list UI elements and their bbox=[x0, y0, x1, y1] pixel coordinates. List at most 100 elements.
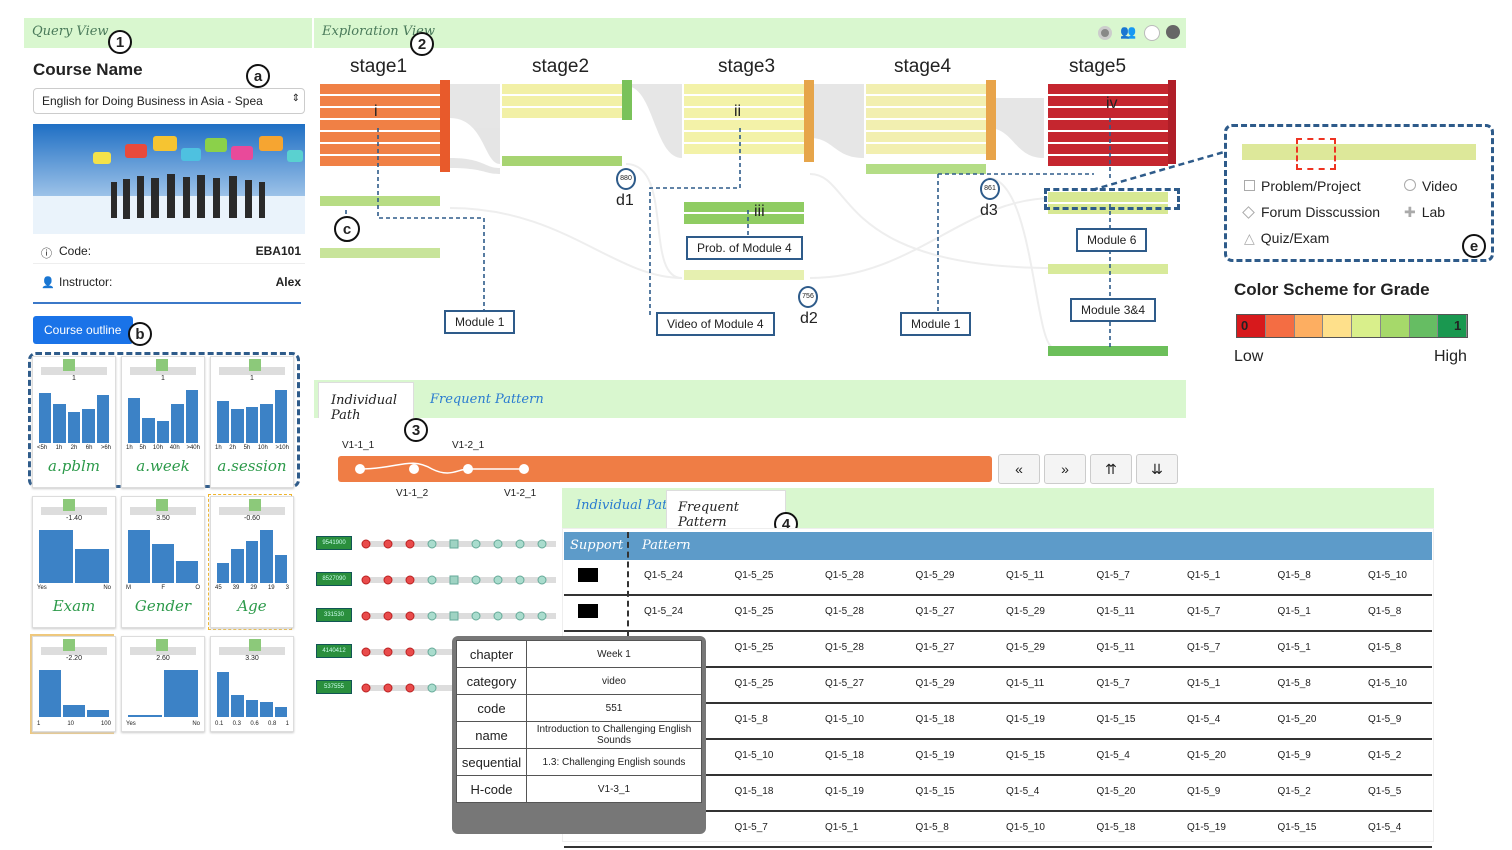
flow-row[interactable] bbox=[866, 144, 986, 154]
tab-individual-path-2[interactable]: Individual Path bbox=[576, 498, 676, 513]
clock-icon[interactable] bbox=[1166, 25, 1180, 39]
radio-icon[interactable] bbox=[1098, 26, 1112, 40]
student-id-tag[interactable]: 331530 bbox=[316, 608, 352, 622]
flow-row[interactable] bbox=[866, 132, 986, 142]
flow-row[interactable] bbox=[502, 96, 622, 106]
flow-row[interactable] bbox=[320, 108, 440, 118]
flow-row[interactable] bbox=[502, 108, 622, 118]
flow-row[interactable] bbox=[320, 144, 440, 154]
header-pattern[interactable]: Pattern bbox=[642, 538, 691, 553]
flow-row[interactable] bbox=[684, 270, 804, 280]
flow-row[interactable] bbox=[320, 196, 440, 206]
flow-row[interactable] bbox=[684, 96, 804, 106]
flow-row[interactable] bbox=[320, 84, 440, 94]
slider-handle[interactable] bbox=[63, 499, 75, 511]
flow-row[interactable] bbox=[684, 132, 804, 142]
student-path[interactable] bbox=[360, 570, 560, 590]
selected-path-bar[interactable] bbox=[338, 456, 992, 482]
slider-handle[interactable] bbox=[249, 499, 261, 511]
flow-row[interactable] bbox=[320, 132, 440, 142]
range-slider[interactable] bbox=[41, 647, 107, 655]
range-slider[interactable] bbox=[219, 647, 285, 655]
range-slider[interactable] bbox=[41, 507, 107, 515]
slider-handle[interactable] bbox=[156, 359, 168, 371]
slider-handle[interactable] bbox=[156, 639, 168, 651]
slider-handle[interactable] bbox=[63, 639, 75, 651]
flow-row[interactable] bbox=[320, 120, 440, 130]
student-id-tag[interactable]: 537555 bbox=[316, 680, 352, 694]
flow-row[interactable] bbox=[866, 96, 986, 106]
flow-row[interactable] bbox=[1048, 132, 1168, 142]
range-slider[interactable] bbox=[41, 367, 107, 375]
flow-row[interactable] bbox=[684, 202, 804, 212]
flow-row[interactable] bbox=[684, 108, 804, 118]
flow-row[interactable] bbox=[866, 84, 986, 94]
range-slider[interactable] bbox=[130, 507, 196, 515]
flow-row[interactable] bbox=[684, 214, 804, 224]
toggle-icon[interactable] bbox=[1144, 25, 1160, 41]
flow-row[interactable] bbox=[1048, 346, 1168, 356]
drop-756[interactable]: 756 bbox=[798, 286, 818, 308]
grade-column[interactable] bbox=[440, 80, 450, 172]
drop-880[interactable]: 880 bbox=[616, 168, 636, 190]
student-path[interactable] bbox=[360, 606, 560, 626]
student-path[interactable] bbox=[360, 534, 560, 554]
tab-individual-path[interactable]: Individual Path bbox=[318, 382, 414, 423]
flow-row[interactable] bbox=[1048, 84, 1168, 94]
student-id-tag[interactable]: 9541900 bbox=[316, 536, 352, 550]
grade-column[interactable] bbox=[622, 80, 632, 120]
flow-row[interactable] bbox=[320, 248, 440, 258]
flow-row[interactable] bbox=[320, 96, 440, 106]
flow-row[interactable] bbox=[1048, 156, 1168, 166]
flow-row[interactable] bbox=[502, 84, 622, 94]
student-id-tag[interactable]: 4140412 bbox=[316, 644, 352, 658]
student-id-tag[interactable]: 8527090 bbox=[316, 572, 352, 586]
grade-column[interactable] bbox=[1168, 80, 1176, 164]
next-button[interactable]: » bbox=[1044, 454, 1086, 484]
grade-column[interactable] bbox=[986, 80, 996, 160]
drop-861[interactable]: 861 bbox=[980, 178, 1000, 200]
slider-handle[interactable] bbox=[249, 359, 261, 371]
flow-row[interactable] bbox=[684, 144, 804, 154]
range-slider[interactable] bbox=[130, 647, 196, 655]
sort-asc-button[interactable]: ⇈ bbox=[1090, 454, 1132, 484]
group-icon[interactable]: 👥 bbox=[1120, 24, 1137, 39]
range-slider[interactable] bbox=[219, 367, 285, 375]
slider-handle[interactable] bbox=[63, 359, 75, 371]
sort-desc-button[interactable]: ⇊ bbox=[1136, 454, 1178, 484]
tab-frequent-pattern[interactable]: Frequent Pattern bbox=[430, 392, 544, 407]
flow-row[interactable] bbox=[866, 120, 986, 130]
course-select[interactable]: English for Doing Business in Asia - Spe… bbox=[33, 88, 305, 114]
range-slider[interactable] bbox=[130, 367, 196, 375]
prev-button[interactable]: « bbox=[998, 454, 1040, 484]
flow-row[interactable] bbox=[684, 120, 804, 130]
slider-handle[interactable] bbox=[249, 639, 261, 651]
flow-row[interactable] bbox=[502, 156, 622, 166]
flow-row[interactable] bbox=[1048, 192, 1168, 202]
slider-handle[interactable] bbox=[156, 499, 168, 511]
flow-row[interactable] bbox=[320, 156, 440, 166]
flow-row[interactable] bbox=[866, 108, 986, 118]
flow-row[interactable] bbox=[1048, 108, 1168, 118]
course-outline-button[interactable]: Course outline bbox=[33, 316, 133, 344]
flow-row[interactable] bbox=[1048, 144, 1168, 154]
range-slider[interactable] bbox=[219, 507, 285, 515]
tab-frequent-pattern-2[interactable]: Frequent Pattern bbox=[666, 490, 786, 530]
